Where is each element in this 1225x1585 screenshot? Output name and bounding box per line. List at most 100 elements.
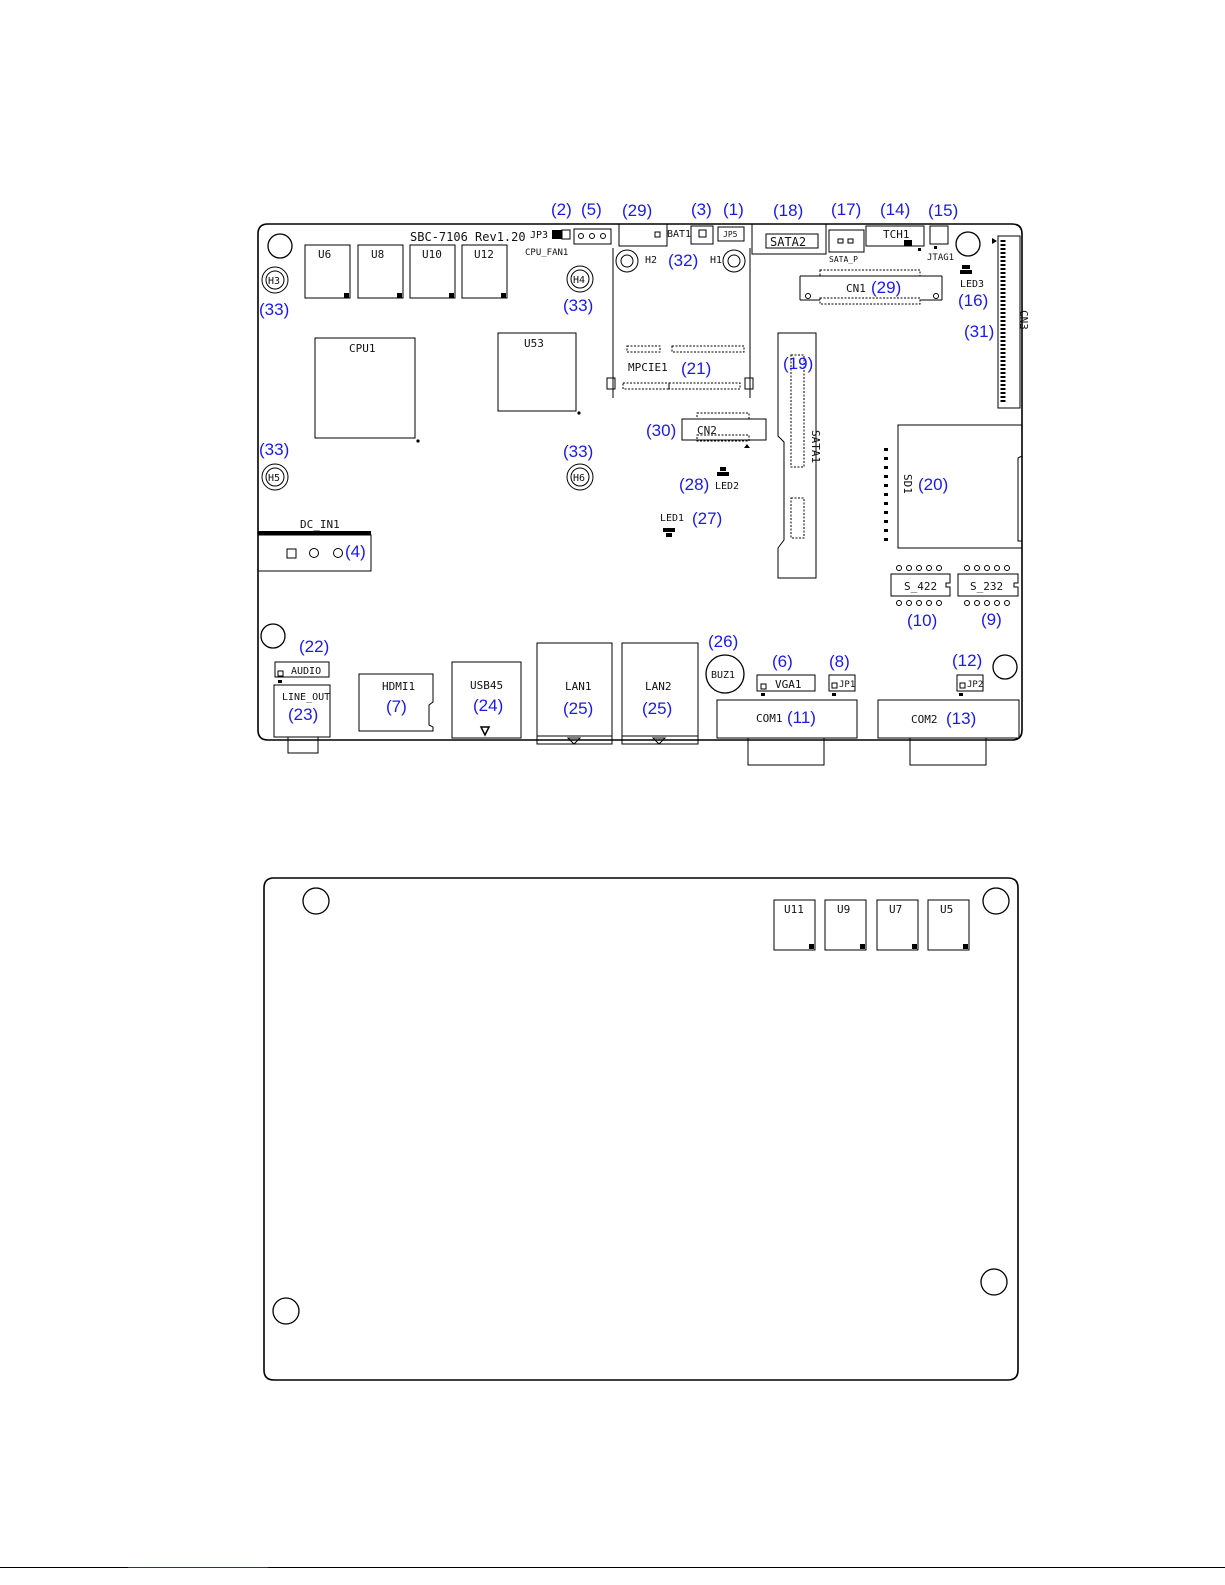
callout-22: (22) [299,637,329,656]
connector-sata2: SATA2 [751,224,827,255]
svg-text:LED2: LED2 [715,481,739,492]
svg-text:JP1: JP1 [839,680,855,690]
svg-text:U5: U5 [940,903,953,916]
callout-31: (31) [964,322,994,341]
callout-9: (9) [981,610,1002,629]
svg-text:LED3: LED3 [960,279,984,290]
jack-line-out: LINE_OUT [273,684,331,754]
svg-text:BAT1: BAT1 [667,229,691,240]
mount-hole [267,233,293,259]
svg-text:USB45: USB45 [470,679,503,692]
svg-text:U8: U8 [371,248,384,261]
svg-text:CN3: CN3 [1017,310,1030,330]
callout-3: (3) [691,200,712,219]
callout-18: (18) [773,201,803,220]
svg-text:U7: U7 [889,903,902,916]
battery-bat1: BAT1 [618,223,691,247]
svg-text:DC_IN1: DC_IN1 [300,518,340,531]
port-hdmi1: HDMI1 [358,673,434,732]
svg-text:HDMI1: HDMI1 [382,680,415,693]
callout-1: (1) [723,200,744,219]
svg-text:H5: H5 [268,473,280,484]
jumper-jp2: JP2 [956,674,984,696]
mount-hole [302,887,330,915]
callout-33a: (33) [259,300,289,319]
mount-hole [272,1297,300,1325]
svg-text:CN1: CN1 [846,282,866,295]
connector-sata1: SATA1 [777,332,822,579]
chip-u8: U8 [357,244,404,299]
callout-23: (23) [288,705,318,724]
standoff-h3: H3 [261,266,289,294]
callout-26: (26) [708,632,738,651]
header-vga1: VGA1 [756,674,816,696]
callout-7: (7) [386,697,407,716]
standoff-h5: H5 [261,463,289,491]
led2: LED2 [715,467,739,492]
svg-text:JP2: JP2 [967,680,983,690]
port-lan1: LAN1 [536,642,613,745]
port-com2: COM2 [877,699,1020,766]
port-lan2: LAN2 [621,642,699,745]
callouts: (1) (2) (3) (4) (5) (6) (7) (8) (9) (10)… [259,200,1002,728]
svg-text:VGA1: VGA1 [775,678,802,691]
svg-text:U10: U10 [422,248,442,261]
jumper-jp3: JP3 [530,229,571,241]
svg-text:U9: U9 [837,903,850,916]
standoff-h6: H6 [566,463,594,491]
chip-u6: U6 [304,244,351,299]
svg-text:H4: H4 [573,275,585,286]
header-s232: S_232 [957,565,1019,606]
connector-tch1: TCH1 [865,225,925,251]
footer-link-underline [128,1567,268,1568]
mount-hole [982,887,1010,915]
minipcie-slot-mpcie1: H2 H1 MPCIE1 [606,248,754,398]
callout-19: (19) [783,354,813,373]
svg-text:U6: U6 [318,248,331,261]
callout-8: (8) [829,652,850,671]
top-board: SBC-7106 Rev1.20 H3 H4 H5 H6 U6 [257,200,1030,766]
port-com1: COM1 [716,699,858,766]
svg-text:CPU1: CPU1 [349,342,376,355]
svg-text:LED1: LED1 [660,513,684,524]
header-audio: AUDIO [274,661,330,683]
svg-text:U12: U12 [474,248,494,261]
callout-33b: (33) [563,296,593,315]
callout-17: (17) [831,200,861,219]
callout-20: (20) [918,475,948,494]
svg-text:CN2: CN2 [697,424,717,437]
board-title: SBC-7106 Rev1.20 [410,230,526,244]
callout-11: (11) [787,708,816,727]
callout-30: (30) [646,421,676,440]
svg-text:LINE_OUT: LINE_OUT [282,692,330,703]
connector-cn1: CN1 [799,269,943,305]
callout-29b: (29) [871,278,901,297]
svg-text:JTAG1: JTAG1 [927,253,954,263]
battery-holder [690,225,714,245]
callout-15: (15) [928,201,958,220]
svg-text:H2: H2 [645,255,657,266]
connector-sata-p: SATA_P [828,229,865,264]
battery-pin [698,229,707,238]
jumper-jp5: JP5 [717,226,745,242]
connector-cn2: CN2 [681,412,767,448]
callout-32: (32) [668,251,698,270]
callout-6: (6) [772,652,793,671]
svg-text:H1: H1 [710,255,722,266]
callout-2: (2) [551,200,572,219]
svg-text:SD1: SD1 [901,474,914,494]
chip-u9: U9 [824,899,867,951]
chip-u12: U12 [461,244,508,299]
svg-text:COM2: COM2 [911,713,938,726]
mount-hole [955,231,981,257]
callout-29a: (29) [622,201,652,220]
svg-text:U53: U53 [524,337,544,350]
svg-text:JP5: JP5 [723,230,738,239]
svg-text:SATA1: SATA1 [809,430,822,463]
sd-card-slot-sd1: SD1 [884,424,1023,549]
svg-text:U11: U11 [784,903,804,916]
callout-24: (24) [473,696,503,715]
callout-4: (4) [345,542,366,561]
chip-u5: U5 [927,899,970,951]
